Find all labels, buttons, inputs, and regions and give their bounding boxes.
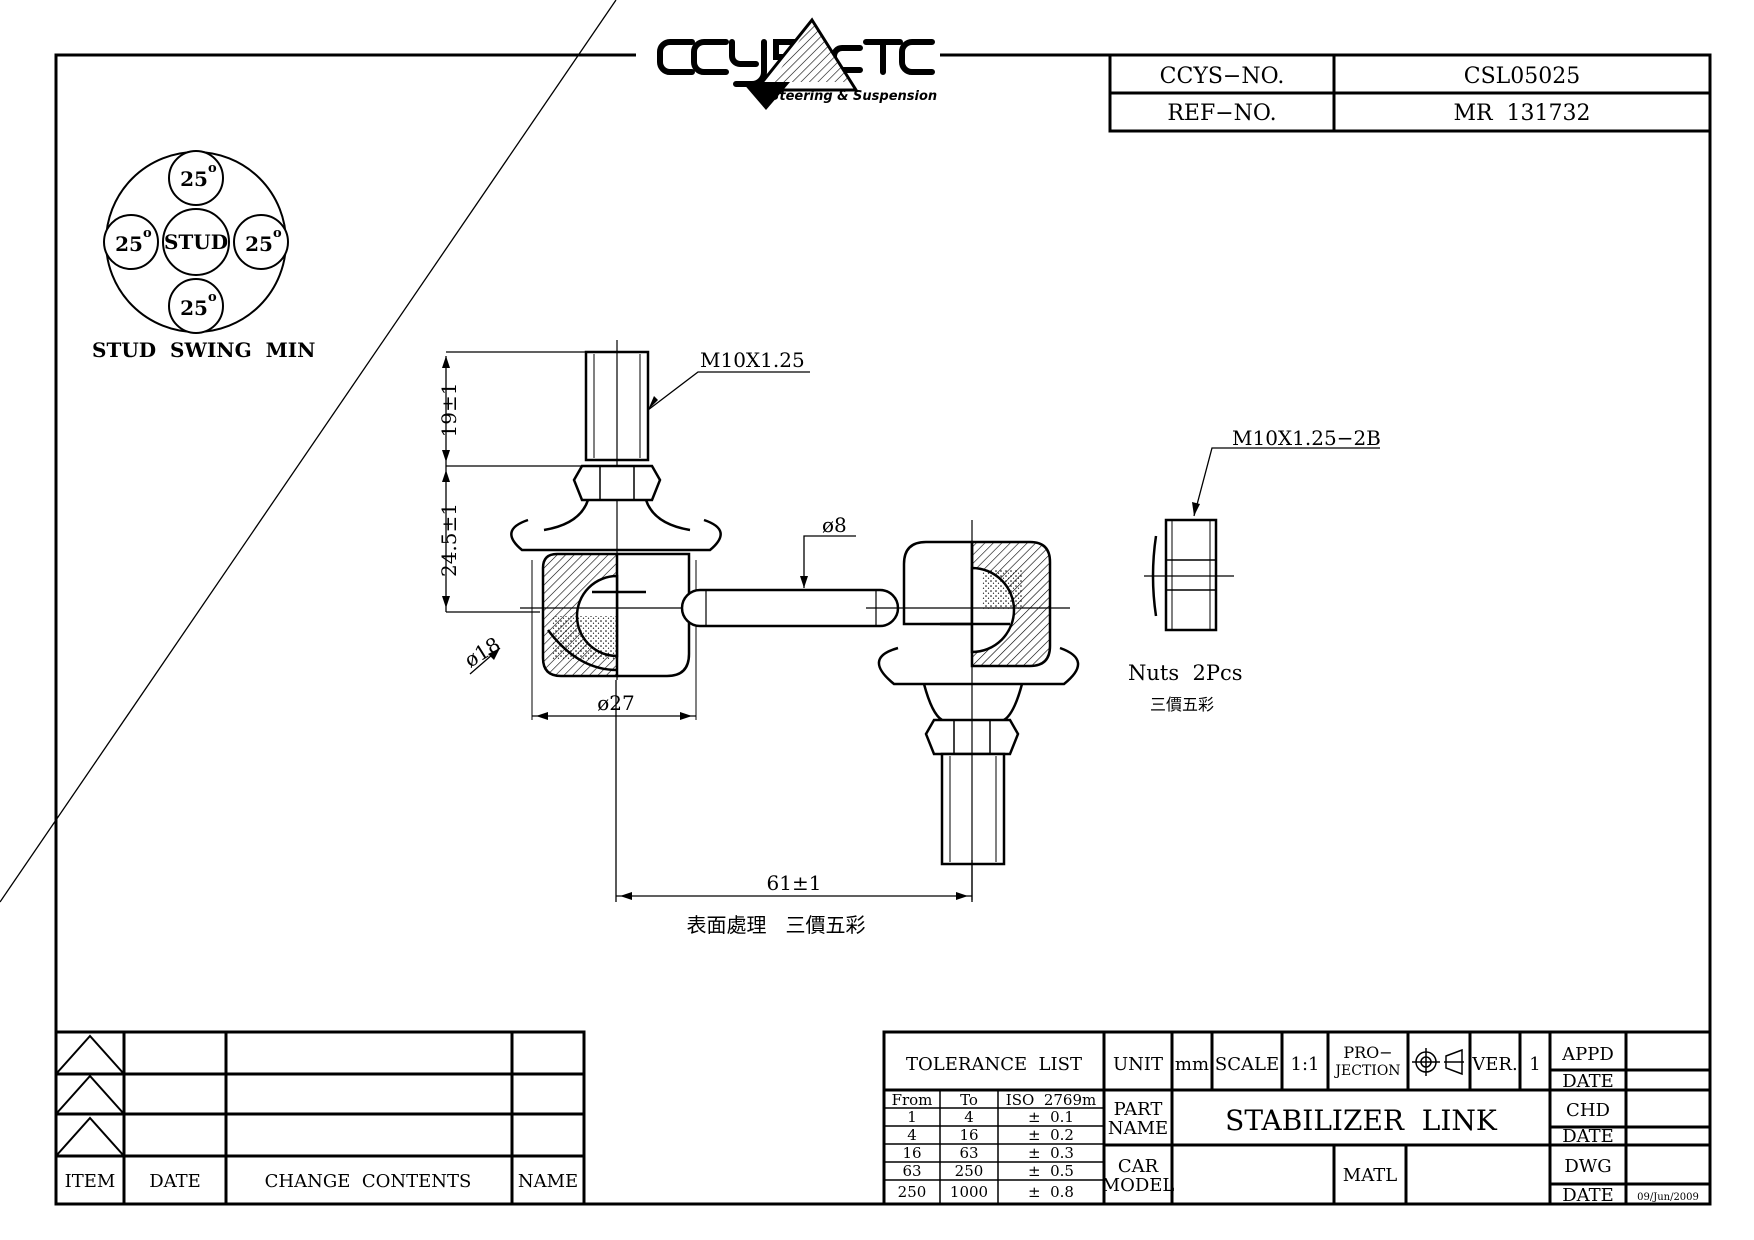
degree-mark: o — [208, 290, 217, 305]
part-name-label: PART — [1114, 1099, 1163, 1120]
tol-row-to: 16 — [959, 1126, 978, 1144]
tol-row-from: 16 — [902, 1144, 921, 1162]
nut-caption: Nuts 2Pcs — [1128, 661, 1243, 685]
ball-diameter-dim: ø18 — [460, 632, 505, 672]
stud-swing-caption: STUD SWING MIN — [92, 338, 315, 362]
dwg-date-label: DATE — [1562, 1185, 1614, 1206]
logo-tagline: Steering & Suspension — [770, 89, 937, 104]
ver-value: 1 — [1529, 1054, 1540, 1075]
tol-row-to: 250 — [955, 1162, 984, 1180]
degree-mark: o — [208, 161, 217, 176]
revision-header-date: DATE — [149, 1171, 201, 1192]
company-logo: Steering & Suspension — [657, 17, 937, 110]
title-block — [882, 1030, 1712, 1206]
appd-date-label: DATE — [1562, 1071, 1614, 1092]
tol-row-from: 63 — [902, 1162, 921, 1180]
tol-row-to: 1000 — [950, 1183, 988, 1201]
unit-label: UNIT — [1113, 1054, 1163, 1075]
ccys-no-value: CSL05025 — [1464, 64, 1581, 89]
rod-diameter-dim: ø8 — [822, 513, 847, 537]
car-model-label: CAR — [1118, 1156, 1159, 1177]
tol-row-value: ± 0.2 — [1028, 1126, 1074, 1144]
matl-label: MATL — [1343, 1165, 1397, 1186]
swing-center-label: STUD — [164, 230, 228, 254]
part-name-label: NAME — [1108, 1118, 1168, 1139]
unit-value: mm — [1175, 1054, 1209, 1075]
nut-thread-label: M10X1.25−2B — [1232, 426, 1381, 450]
surface-treatment-note: 表面處理 三價五彩 — [686, 913, 865, 937]
nut-drawing — [1144, 447, 1380, 632]
tol-row-from: 1 — [907, 1108, 917, 1126]
revision-header-name: NAME — [518, 1171, 578, 1192]
tol-header-from: From — [892, 1091, 933, 1109]
housing-diameter-dim: ø27 — [597, 691, 635, 715]
degree-mark: o — [273, 226, 282, 241]
chd-label: CHD — [1566, 1100, 1610, 1121]
header-table — [1108, 53, 1712, 133]
tolerance-grid — [884, 1090, 1104, 1204]
tol-row-value: ± 0.1 — [1028, 1108, 1074, 1126]
nut-finish-note: 三價五彩 — [1150, 695, 1214, 714]
swing-angle-right: 25 — [245, 232, 273, 256]
tol-row-value: ± 0.8 — [1028, 1183, 1074, 1201]
stabilizer-link-drawing — [510, 340, 1080, 900]
tol-row-from: 4 — [907, 1126, 917, 1144]
dimension-arrows — [442, 356, 968, 900]
tol-row-from: 250 — [898, 1183, 927, 1201]
swing-angle-bottom: 25 — [180, 296, 208, 320]
ver-label: VER. — [1471, 1054, 1517, 1075]
tolerance-list-title: TOLERANCE LIST — [906, 1054, 1082, 1075]
revision-header-item: ITEM — [65, 1171, 116, 1192]
dwg-date-value: 09/Jun/2009 — [1637, 1192, 1699, 1203]
tol-row-value: ± 0.5 — [1028, 1162, 1074, 1180]
tol-header-iso: ISO 2769m — [1006, 1091, 1096, 1109]
height-dim-24-5: 24.5±1 — [437, 503, 461, 577]
dwg-label: DWG — [1564, 1156, 1611, 1177]
ccys-no-label: CCYS−NO. — [1160, 64, 1285, 89]
appd-label: APPD — [1561, 1044, 1614, 1065]
projection-label: JECTION — [1333, 1063, 1400, 1079]
tol-row-to: 63 — [959, 1144, 978, 1162]
third-angle-projection-icon — [1412, 1048, 1464, 1076]
nut-leader-arrow — [1192, 502, 1200, 516]
revision-header-change: CHANGE CONTENTS — [265, 1171, 472, 1192]
ref-no-value: MR 131732 — [1453, 101, 1590, 126]
chd-date-label: DATE — [1562, 1126, 1614, 1147]
swing-angle-left: 25 — [115, 232, 143, 256]
stud-swing-diagram — [103, 150, 289, 334]
tol-row-value: ± 0.3 — [1028, 1144, 1074, 1162]
scale-value: 1:1 — [1291, 1054, 1320, 1075]
scale-label: SCALE — [1215, 1054, 1279, 1075]
dimension-lines — [0, 0, 973, 903]
swing-angle-top: 25 — [180, 167, 208, 191]
part-name-value: STABILIZER LINK — [1225, 1104, 1498, 1137]
projection-label: PRO− — [1343, 1043, 1392, 1062]
thread-spec-label: M10X1.25 — [700, 348, 805, 372]
ref-no-label: REF−NO. — [1167, 101, 1276, 126]
tol-row-to: 4 — [964, 1108, 974, 1126]
car-model-label: MODEL — [1102, 1175, 1175, 1196]
degree-mark: o — [143, 226, 152, 241]
tol-header-to: To — [960, 1091, 978, 1109]
length-dim-61: 61±1 — [767, 871, 822, 895]
revision-table — [54, 1030, 586, 1206]
height-dim-19: 19±1 — [437, 383, 461, 438]
